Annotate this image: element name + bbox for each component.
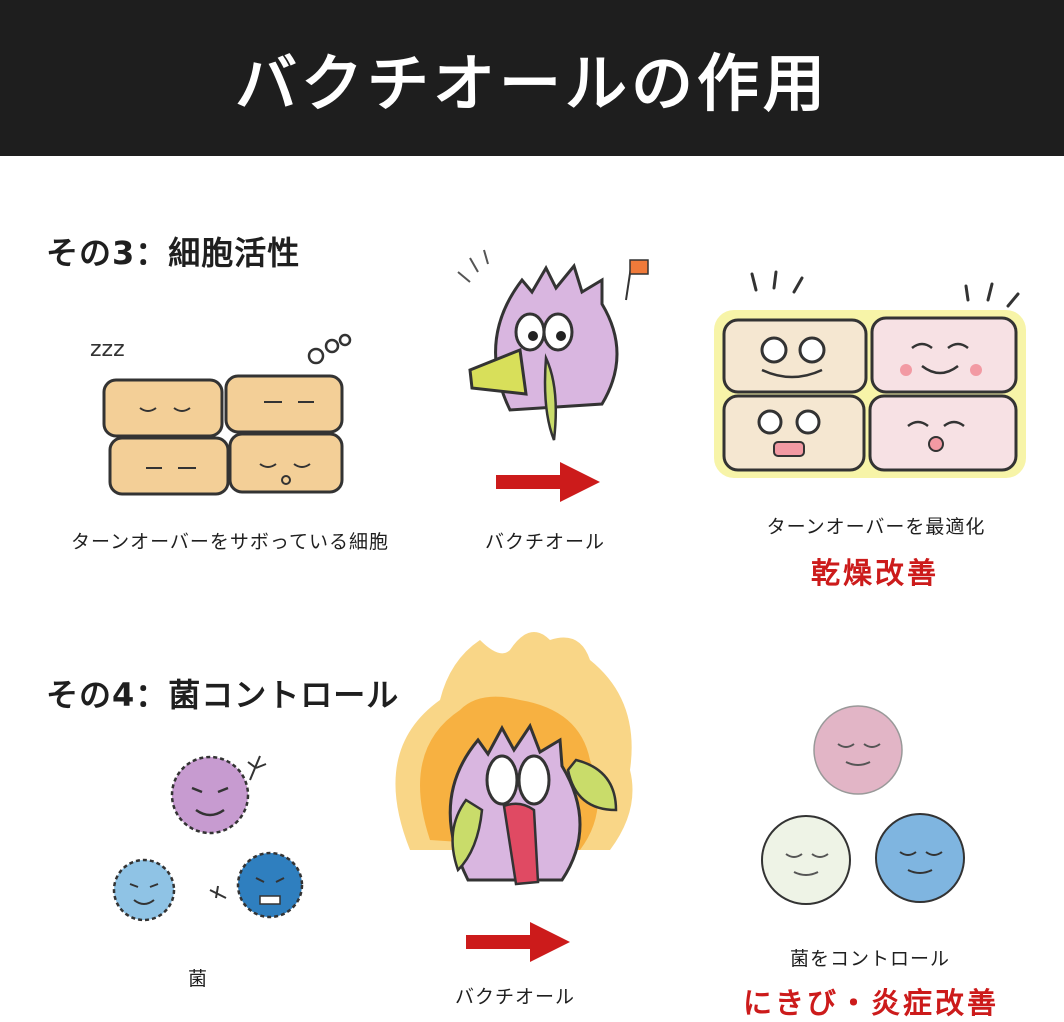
section4-result: にきび・炎症改善 <box>742 986 999 1020</box>
germs-illustration <box>100 740 330 940</box>
header-bar: バクチオールの作用 <box>0 0 1064 156</box>
section4-title: その4：菌コントロール <box>46 676 400 714</box>
section4-agent-caption: バクチオール <box>454 986 575 1008</box>
svg-text:zzz: zzz <box>90 337 125 362</box>
section3-result: 乾燥改善 <box>810 556 939 590</box>
light-blue-germ-icon <box>112 858 176 922</box>
section3-after-caption: ターンオーバーを最適化 <box>766 516 986 538</box>
page-title: バクチオールの作用 <box>234 47 829 120</box>
calm-blue-germ-icon <box>875 813 965 903</box>
red-arrow-icon <box>466 922 570 962</box>
section3-before-caption: ターンオーバーをサボっている細胞 <box>71 531 389 553</box>
calm-mint-germ-icon <box>761 815 851 905</box>
calm-pink-germ-icon <box>813 705 903 795</box>
calm-germs-illustration <box>758 700 978 910</box>
red-arrow-icon <box>496 462 600 502</box>
bakuchiol-character-megaphone <box>440 240 670 460</box>
section3-title: その3：細胞活性 <box>46 234 301 272</box>
bakuchiol-character-flames <box>380 630 670 900</box>
blue-germ-icon <box>209 851 304 919</box>
sleepy-cells-illustration: zzz <box>88 330 358 500</box>
section4-after-caption: 菌をコントロール <box>789 948 950 970</box>
section3-agent-caption: バクチオール <box>484 531 605 553</box>
purple-germ-icon <box>170 755 267 835</box>
happy-cells-illustration <box>712 270 1032 480</box>
section4-before-caption: 菌 <box>187 968 208 990</box>
